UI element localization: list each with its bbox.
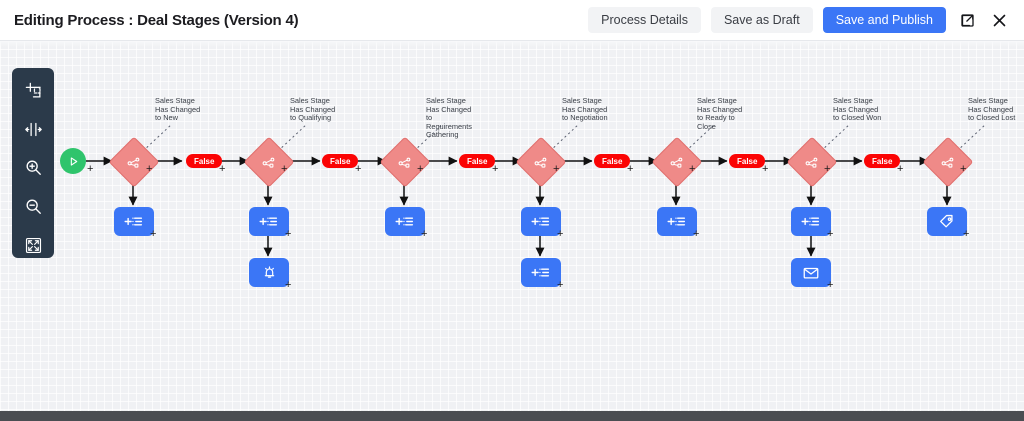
email-icon[interactable] [791, 258, 831, 287]
open-external-icon[interactable] [956, 9, 978, 31]
create-record-icon[interactable] [791, 207, 831, 236]
false-branch-label[interactable]: False [459, 154, 496, 168]
zoom-in-icon[interactable] [20, 156, 46, 181]
decision-glyph [127, 155, 142, 170]
create-record-icon[interactable] [657, 207, 697, 236]
condition-note: Sales Stage Has Changed to Requirements … [426, 96, 473, 140]
create-record-icon[interactable] [385, 207, 425, 236]
app-header: Editing Process : Deal Stages (Version 4… [0, 0, 1024, 41]
page-title: Editing Process : Deal Stages (Version 4… [14, 11, 299, 29]
canvas-toolbar [12, 68, 54, 258]
decision-glyph [262, 155, 277, 170]
start-node[interactable] [60, 148, 86, 174]
decision-glyph [805, 155, 820, 170]
false-branch-label[interactable]: False [864, 154, 901, 168]
add-node-handle[interactable]: + [897, 163, 904, 175]
fit-selection-icon[interactable] [20, 78, 46, 103]
condition-note: Sales Stage Has Changed to Closed Won [833, 96, 882, 123]
add-node-handle[interactable]: + [557, 228, 564, 240]
flow-canvas[interactable]: Sales Stage Has Changed to New Sales Sta… [0, 41, 1024, 411]
fit-screen-icon[interactable] [20, 233, 46, 258]
add-node-handle[interactable]: + [693, 228, 700, 240]
close-icon[interactable] [988, 9, 1010, 31]
false-branch-label[interactable]: False [729, 154, 766, 168]
add-node-handle[interactable]: + [963, 228, 970, 240]
add-node-handle[interactable]: + [762, 163, 769, 175]
add-node-handle[interactable]: + [417, 163, 424, 175]
decision-node-icon[interactable] [108, 136, 160, 188]
add-node-handle[interactable]: + [146, 163, 153, 175]
add-node-handle[interactable]: + [689, 163, 696, 175]
condition-note: Sales Stage Has Changed to Closed Lost [968, 96, 1016, 123]
decision-glyph [670, 155, 685, 170]
decision-node-icon[interactable] [922, 136, 974, 188]
false-branch-label[interactable]: False [186, 154, 223, 168]
bottom-bar [0, 411, 1024, 421]
create-record-icon[interactable] [114, 207, 154, 236]
decision-node-icon[interactable] [786, 136, 838, 188]
header-actions: Process Details Save as Draft Save and P… [588, 7, 1010, 33]
decision-node-icon[interactable] [379, 136, 431, 188]
decision-glyph [534, 155, 549, 170]
add-node-handle[interactable]: + [285, 279, 292, 291]
false-branch-label[interactable]: False [594, 154, 631, 168]
add-node-handle[interactable]: + [285, 228, 292, 240]
add-node-handle[interactable]: + [281, 163, 288, 175]
add-node-handle[interactable]: + [553, 163, 560, 175]
process-details-button[interactable]: Process Details [588, 7, 701, 33]
false-branch-label[interactable]: False [322, 154, 359, 168]
add-node-handle[interactable]: + [627, 163, 634, 175]
decision-node-icon[interactable] [515, 136, 567, 188]
add-node-handle[interactable]: + [557, 279, 564, 291]
condition-note: Sales Stage Has Changed to Ready to Clos… [697, 96, 743, 131]
save-and-publish-button[interactable]: Save and Publish [822, 7, 946, 33]
decision-glyph [398, 155, 413, 170]
add-node-handle[interactable]: + [150, 228, 157, 240]
notification-bell-icon[interactable] [249, 258, 289, 287]
create-record-icon[interactable] [249, 207, 289, 236]
decision-node-icon[interactable] [243, 136, 295, 188]
create-record-icon[interactable] [521, 207, 561, 236]
canvas-top-fade [0, 41, 1024, 47]
add-node-handle[interactable]: + [219, 163, 226, 175]
add-node-handle[interactable]: + [827, 228, 834, 240]
distribute-horizontal-icon[interactable] [20, 117, 46, 142]
add-node-handle[interactable]: + [87, 163, 94, 175]
add-node-handle[interactable]: + [421, 228, 428, 240]
save-as-draft-button[interactable]: Save as Draft [710, 7, 813, 33]
create-record-icon[interactable] [521, 258, 561, 287]
decision-glyph [941, 155, 956, 170]
add-node-handle[interactable]: + [355, 163, 362, 175]
zoom-out-icon[interactable] [20, 194, 46, 219]
add-node-handle[interactable]: + [960, 163, 967, 175]
decision-node-icon[interactable] [651, 136, 703, 188]
tag-icon[interactable] [927, 207, 967, 236]
condition-note: Sales Stage Has Changed to Negotiation [562, 96, 608, 123]
condition-note: Sales Stage Has Changed to New [155, 96, 201, 123]
condition-note: Sales Stage Has Changed to Qualifying [290, 96, 336, 123]
add-node-handle[interactable]: + [827, 279, 834, 291]
add-node-handle[interactable]: + [492, 163, 499, 175]
add-node-handle[interactable]: + [824, 163, 831, 175]
